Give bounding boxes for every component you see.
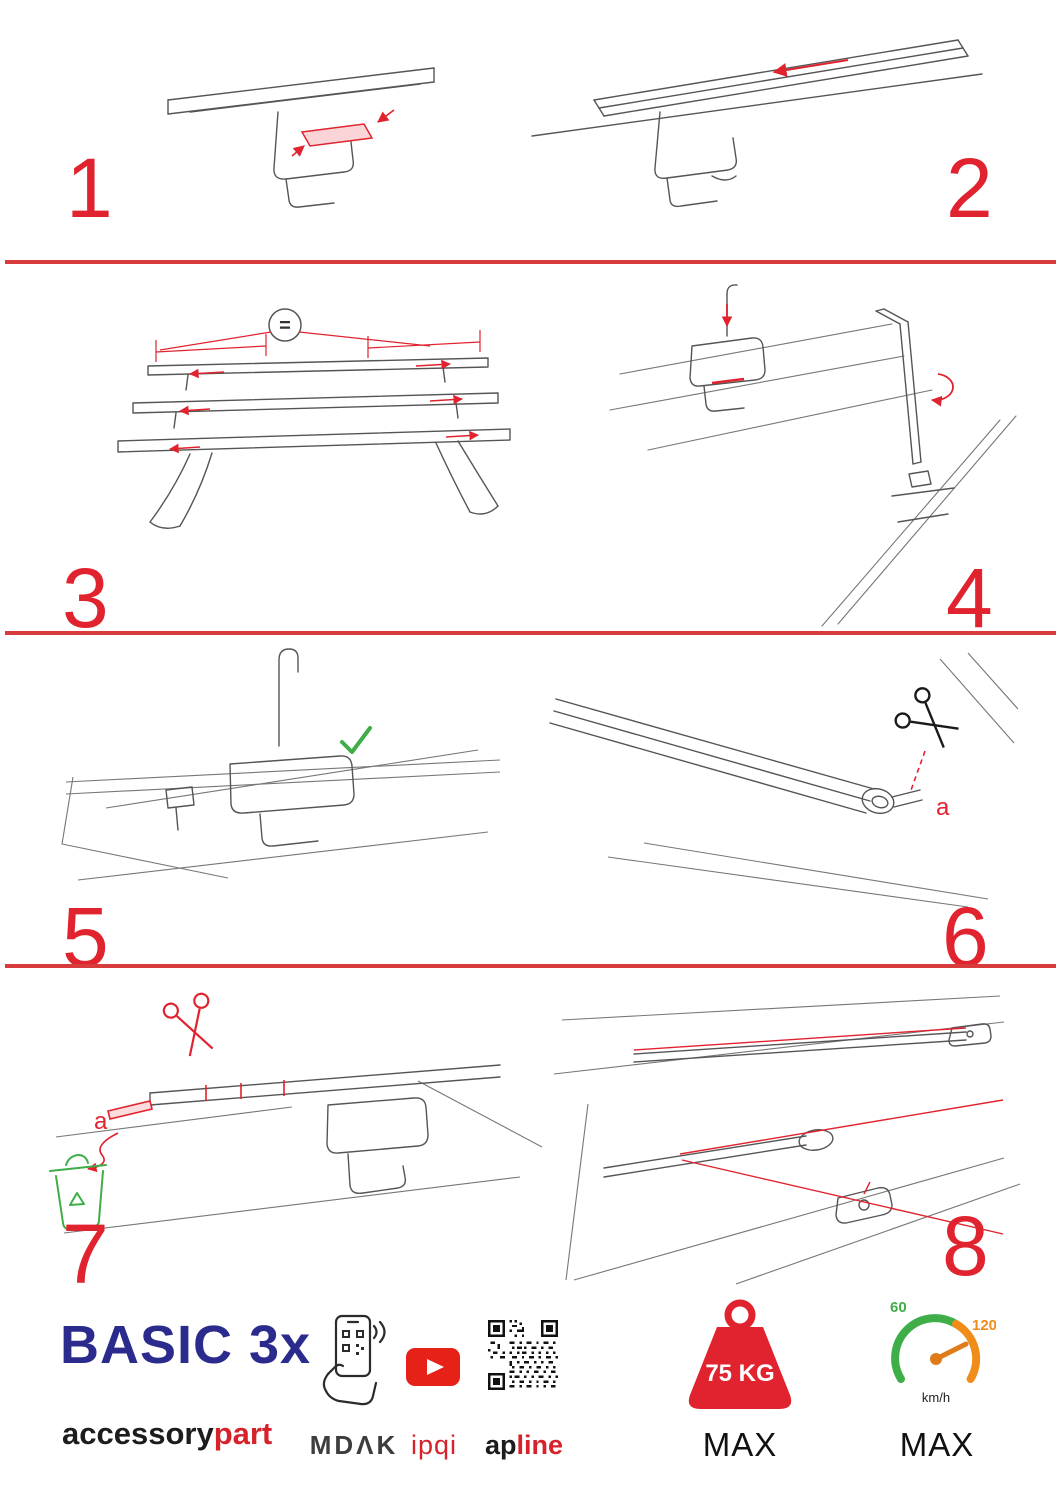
tighten-arrows [711, 304, 954, 407]
step-row-1: 1 2 [0, 0, 1061, 260]
step-4-illustration [609, 284, 1017, 627]
speed-low-label: 60 [890, 1299, 907, 1316]
section-divider [5, 964, 1056, 968]
bars-and-adapters-sketch [603, 1023, 992, 1224]
apline-logo: apline [478, 1432, 570, 1459]
speed-unit-label: km/h [922, 1390, 950, 1405]
footer: BASIC 3x accessorypart MDΛK ipqi [0, 1290, 1061, 1500]
roof-rail-sketch [167, 67, 435, 208]
crossbar-slide-sketch [531, 39, 983, 208]
step-5-illustration [61, 648, 501, 881]
qr-code-icon [488, 1320, 558, 1390]
scissors-icon [894, 687, 959, 749]
cut-label: a [936, 794, 950, 821]
roof-context-lines [607, 652, 1018, 908]
pad-insert-highlight [291, 109, 395, 157]
speedometer-icon: 60 120 km/h [890, 1299, 996, 1405]
roof-context-lines [609, 323, 1017, 627]
equal-badge-label: = [279, 315, 291, 337]
youtube-icon [406, 1348, 460, 1386]
three-bars-sketch [117, 357, 511, 529]
step-2-number: 2 [946, 141, 993, 235]
step-3-number: 3 [62, 551, 109, 645]
section-divider [5, 260, 1056, 264]
checkmark-icon [340, 726, 372, 754]
ipqi-logo: ipqi [410, 1430, 458, 1460]
alignment-lines [633, 1027, 1004, 1235]
speed-high-label: 120 [972, 1317, 996, 1334]
brand-logo: accessorypart [62, 1418, 272, 1449]
clamp-strap-sketch [165, 648, 355, 847]
recycle-bin-icon [49, 1154, 107, 1231]
clamp-strap-sketch [149, 1064, 501, 1195]
step-8-number: 8 [942, 1199, 989, 1293]
step-6-illustration: a [549, 652, 1018, 908]
section-divider [5, 631, 1056, 635]
step-1-illustration [167, 67, 435, 208]
apline-red: line [516, 1430, 564, 1460]
cut-line [909, 750, 926, 794]
brand-part-red: part [213, 1416, 273, 1451]
step-row-3: a 5 6 [0, 635, 1061, 979]
spacing-guides [155, 330, 481, 362]
step-8-illustration [553, 995, 1021, 1285]
step-2-illustration [531, 39, 983, 208]
step-4-number: 4 [946, 551, 993, 645]
crossbar-end-sketch [549, 698, 923, 815]
slide-direction-arrow [772, 59, 849, 77]
centering-arrows [169, 359, 479, 454]
step-1-number: 1 [66, 141, 113, 235]
clamp-and-key-sketch [689, 284, 955, 523]
weight-icon: 75 KG [688, 1299, 792, 1409]
step-7-number: 7 [62, 1207, 109, 1301]
step-3-illustration: = [117, 308, 511, 529]
roof-context-lines [55, 1080, 543, 1234]
phone-qr-icon [322, 1314, 386, 1406]
product-name: BASIC 3x [60, 1315, 312, 1375]
step-row-2: = [0, 264, 1061, 640]
equal-badge-circle [268, 308, 302, 342]
step-row-4: a [0, 968, 1061, 1296]
speed-max-label: MAX [899, 1426, 975, 1463]
mdak-logo: MDΛK [309, 1430, 399, 1460]
step-7-illustration: a [49, 992, 543, 1234]
apline-black: ap [484, 1430, 517, 1460]
cut-label: a [94, 1108, 108, 1135]
scissors-icon-red [162, 992, 214, 1057]
weight-max-label: MAX [702, 1426, 778, 1463]
roof-context-lines [61, 749, 501, 881]
cut-marks [87, 1080, 285, 1173]
roof-context-lines [553, 995, 1021, 1285]
brand-part-black: accessory [62, 1416, 214, 1451]
weight-limit-label: 75 KG [705, 1360, 774, 1387]
